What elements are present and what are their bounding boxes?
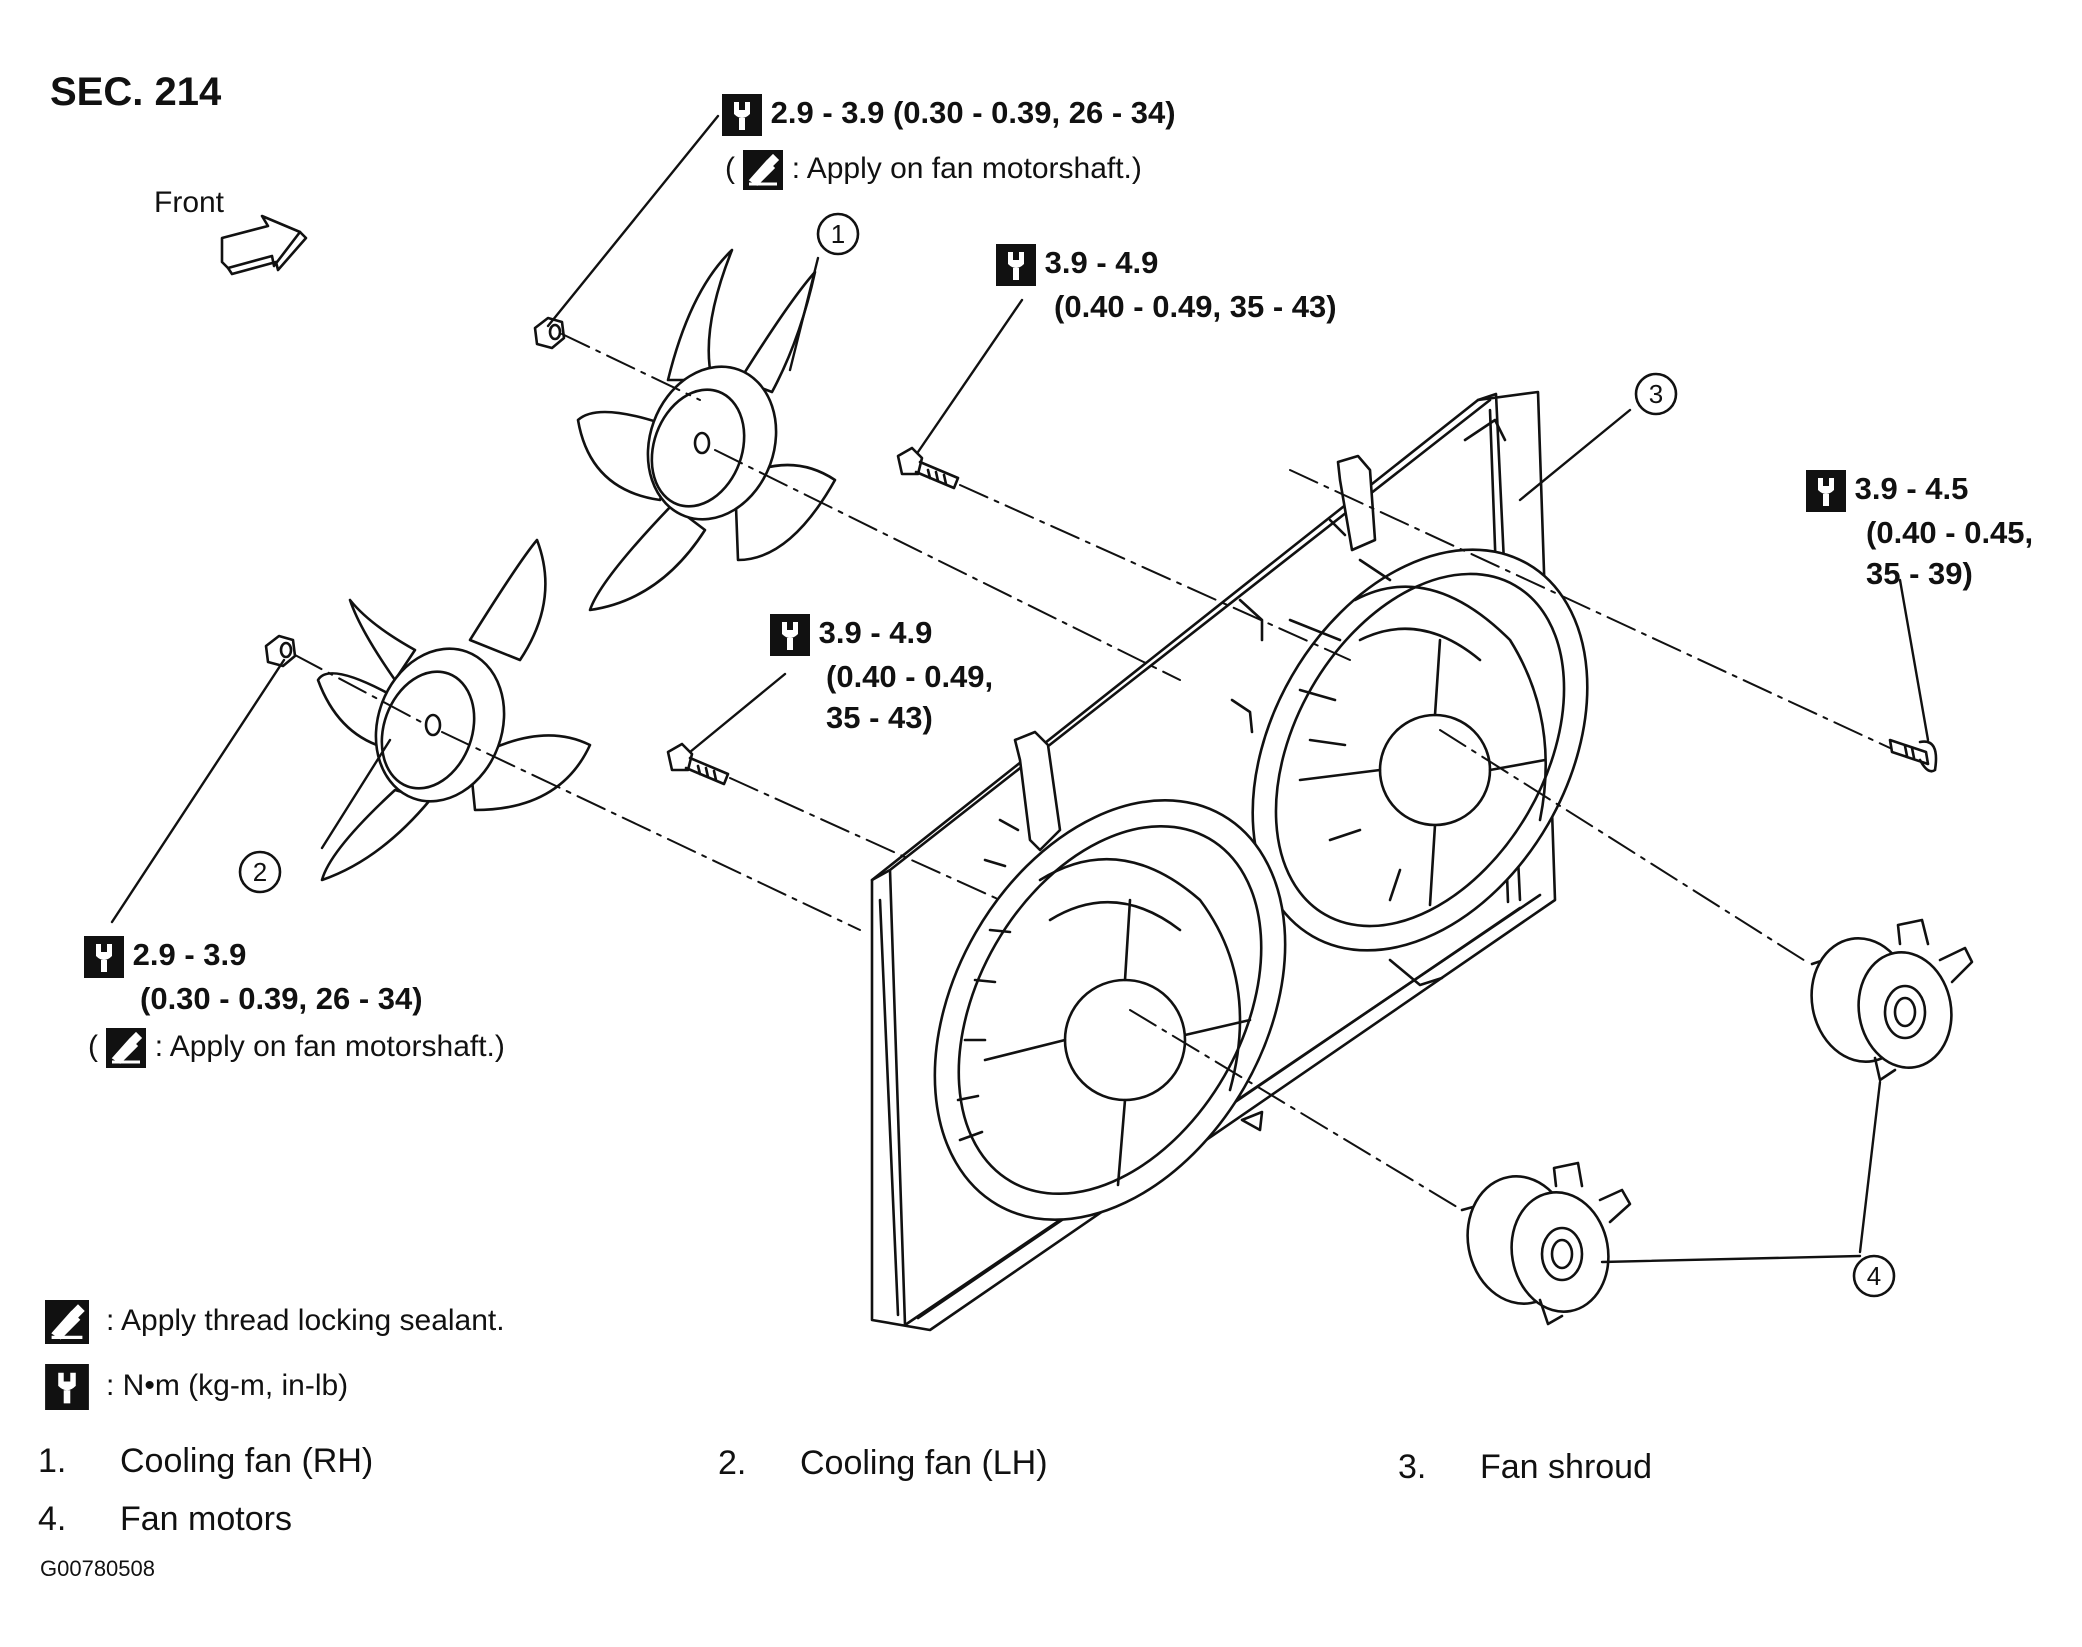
torque-wrench-icon xyxy=(996,243,1036,286)
legend-torque: : N•m (kg-m, in-lb) xyxy=(44,1364,348,1410)
torque-spec-shroud-bolt-middle: 3.9 - 4.9 (0.40 - 0.49, 35 - 43) xyxy=(770,612,993,738)
torque-wrench-icon xyxy=(84,935,124,978)
part-number: 2. xyxy=(718,1444,747,1482)
fan-nut-lower xyxy=(264,634,297,668)
figure-code: G00780508 xyxy=(40,1556,155,1581)
cooling-fan-lh xyxy=(316,538,592,882)
torque-spec-shroud-clip: 3.9 - 4.5 (0.40 - 0.45, 35 - 39) xyxy=(1806,468,2033,594)
thread-sealant-icon xyxy=(106,1028,147,1068)
shroud-clip-right xyxy=(1888,738,1938,773)
torque-value-metric: (0.40 - 0.45, xyxy=(1866,514,2034,550)
thread-sealant-icon xyxy=(743,150,784,190)
torque-note-upper: ( : Apply on fan motorshaft.) xyxy=(725,150,1142,190)
callout-4: 4 xyxy=(1867,1261,1881,1291)
note-open-paren: ( xyxy=(88,1029,98,1063)
torque-value-inlb: 35 - 39) xyxy=(1866,555,1973,591)
torque-value: 2.9 - 3.9 (0.30 - 0.39, 26 - 34) xyxy=(770,95,1176,130)
torque-value: 2.9 - 3.9 xyxy=(132,937,247,972)
torque-spec-fan-nut-lower: 2.9 - 3.9 (0.30 - 0.39, 26 - 34) xyxy=(84,934,423,1019)
torque-value-metric: (0.40 - 0.49, 35 - 43) xyxy=(1054,288,1337,324)
fan-nut-upper xyxy=(533,316,566,350)
torque-value-metric: (0.40 - 0.49, xyxy=(826,658,994,694)
part-item-2: 2. Cooling fan (LH) xyxy=(718,1444,1048,1483)
torque-spec-fan-nut-upper: 2.9 - 3.9 (0.30 - 0.39, 26 - 34) xyxy=(722,92,1176,136)
thread-sealant-icon xyxy=(44,1300,90,1344)
callout-2: 2 xyxy=(253,857,267,887)
fan-motor-upper xyxy=(1810,918,1974,1082)
part-name: Fan shroud xyxy=(1480,1448,1652,1486)
front-label: Front xyxy=(154,186,225,219)
fan-motor-lower xyxy=(1460,1161,1632,1326)
callout-3: 3 xyxy=(1649,379,1663,409)
callout-1: 1 xyxy=(831,219,845,249)
part-number: 4. xyxy=(38,1500,67,1538)
callout-3-circle xyxy=(1634,372,1678,416)
torque-wrench-icon xyxy=(1806,469,1846,512)
note-text: : Apply on fan motorshaft.) xyxy=(154,1029,505,1063)
section-label: SEC. 214 xyxy=(50,70,222,114)
torque-value: 3.9 - 4.9 xyxy=(818,615,933,650)
part-number: 1. xyxy=(38,1442,67,1480)
alignment-lines xyxy=(294,333,1891,1211)
note-text: : Apply on fan motorshaft.) xyxy=(791,151,1142,185)
legend-torque-text: : N•m (kg-m, in-lb) xyxy=(106,1368,349,1402)
shroud-bolt-middle xyxy=(666,742,730,786)
torque-value-metric: (0.30 - 0.39, 26 - 34) xyxy=(140,980,423,1016)
shroud-bolt-upper xyxy=(896,446,960,490)
front-direction-arrow-icon xyxy=(220,214,308,276)
torque-value-inlb: 35 - 43) xyxy=(826,699,933,735)
part-name: Cooling fan (LH) xyxy=(800,1444,1048,1482)
part-name: Fan motors xyxy=(120,1500,292,1538)
part-name: Cooling fan (RH) xyxy=(120,1442,374,1480)
legend-sealant: : Apply thread locking sealant. xyxy=(44,1300,505,1344)
part-item-3: 3. Fan shroud xyxy=(1398,1448,1652,1487)
legend-sealant-text: : Apply thread locking sealant. xyxy=(106,1303,505,1337)
torque-value: 3.9 - 4.5 xyxy=(1854,471,1969,506)
callout-4-circle xyxy=(1852,1254,1896,1298)
leader-lines xyxy=(110,114,1930,1264)
note-open-paren: ( xyxy=(725,151,735,185)
torque-wrench-icon xyxy=(770,613,810,656)
cooling-fan-rh xyxy=(576,248,837,612)
part-item-4: 4. Fan motors xyxy=(38,1500,292,1539)
callout-1-circle xyxy=(816,212,860,256)
torque-note-lower: ( : Apply on fan motorshaft.) xyxy=(88,1028,505,1068)
torque-wrench-icon xyxy=(44,1364,90,1410)
callout-circles xyxy=(238,212,1896,1298)
part-item-1: 1. Cooling fan (RH) xyxy=(38,1442,373,1481)
callout-2-circle xyxy=(238,850,282,894)
torque-wrench-icon xyxy=(722,93,762,136)
fan-shroud xyxy=(870,390,1589,1332)
part-number: 3. xyxy=(1398,1448,1427,1486)
torque-spec-shroud-bolt-upper: 3.9 - 4.9 (0.40 - 0.49, 35 - 43) xyxy=(996,242,1337,327)
torque-value: 3.9 - 4.9 xyxy=(1044,245,1159,280)
